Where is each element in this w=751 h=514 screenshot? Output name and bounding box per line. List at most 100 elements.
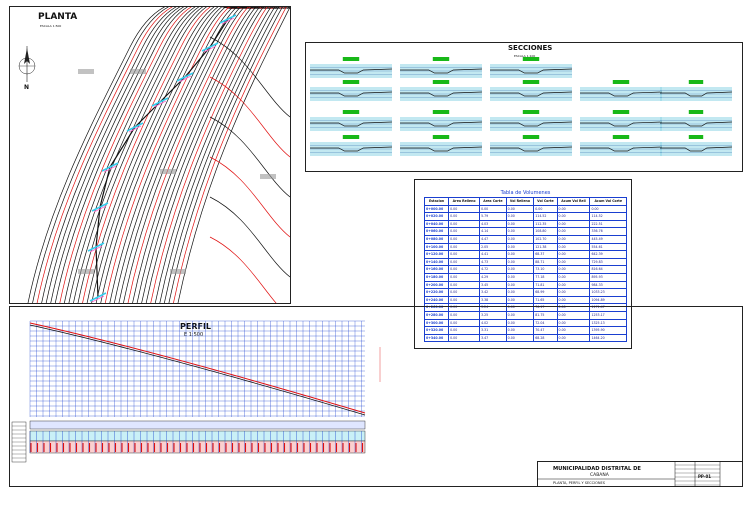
plan-panel	[9, 6, 291, 304]
table-cell: 68.28	[533, 333, 558, 343]
table-cell: 0+200.00	[423, 280, 450, 290]
table-cell: 0.00	[448, 250, 481, 259]
table-cell: 0.00	[556, 288, 591, 297]
table-cell: 0.00	[505, 288, 535, 297]
table-cell: 0.00	[448, 265, 481, 274]
table-cell: 77.18	[533, 272, 558, 282]
contour-lines	[27, 7, 290, 303]
table-cell: 0+180.00	[423, 272, 450, 282]
table-cell: 0.00	[448, 227, 481, 236]
table-cell: 71.65	[533, 295, 558, 305]
table-cell: 0.00	[448, 333, 481, 343]
table-cell: 4.72	[479, 265, 507, 274]
table-cell: 0.00	[505, 280, 535, 290]
volumes-header-cell: Area Corte	[479, 197, 507, 206]
table-cell: 0.00	[448, 295, 481, 305]
table-cell: 0.00	[505, 250, 535, 259]
table-cell: 2.05	[479, 242, 507, 252]
table-cell: 0+040.00	[423, 219, 450, 229]
table-cell: 0+340.00	[423, 333, 450, 343]
table-cell: 0.00	[556, 219, 591, 229]
title-block	[537, 461, 743, 487]
table-cell: 1033.23	[589, 288, 627, 297]
table-cell: 102.70	[533, 234, 558, 244]
table-cell: 73.10	[533, 265, 558, 274]
north-arrow-icon	[18, 46, 36, 82]
table-cell: 0.00	[448, 257, 481, 267]
profile-title: PERFIL	[180, 322, 212, 331]
sheet-id: PP-01	[698, 474, 712, 479]
table-cell: 816.64	[589, 265, 627, 274]
volumes-header-cell: Vol Relleno	[505, 197, 535, 206]
table-cell: 4.47	[479, 234, 507, 244]
owner-name-line2: CABANA	[590, 473, 609, 478]
sections-title: SECCIONES	[508, 44, 553, 52]
table-cell: 0.00	[505, 242, 535, 252]
table-cell: 4.14	[479, 227, 507, 236]
table-cell: 984.33	[589, 280, 627, 290]
table-cell: 0.00	[448, 234, 481, 244]
table-cell: 5.79	[479, 212, 507, 221]
volumes-header-cell: Acum Vol Rell	[556, 197, 591, 206]
table-cell: 0.00	[556, 234, 591, 244]
table-cell: 121.38	[533, 242, 558, 252]
table-cell: 0.00	[505, 227, 535, 236]
table-cell: 114.52	[589, 212, 627, 221]
table-cell: 0+160.00	[423, 265, 450, 274]
table-cell: 0+220.00	[423, 288, 450, 297]
table-cell: 0.00	[556, 242, 591, 252]
volumes-header-cell: Vol Corte	[533, 197, 558, 206]
table-cell: 4.73	[479, 257, 507, 267]
table-cell: 0+000.00	[423, 204, 450, 214]
table-cell: 0+060.00	[423, 227, 450, 236]
table-cell: 0.00	[556, 265, 591, 274]
table-cell: 642.39	[589, 250, 627, 259]
longitudinal-profile	[11, 320, 381, 463]
table-cell: 0.00	[505, 234, 535, 244]
table-cell: 71.81	[533, 280, 558, 290]
plan-scale: ESCALA 1:500	[40, 24, 62, 28]
table-cell: 0.00	[505, 257, 535, 267]
volumes-title: Tabla de Volumenes	[500, 190, 551, 196]
volumes-header-cell: Area Relleno	[448, 197, 481, 206]
table-cell: 0.00	[556, 204, 591, 214]
table-cell: 729.83	[589, 257, 627, 267]
table-cell: 108.80	[533, 227, 558, 236]
sections-scale: ESCALA 1:100	[514, 54, 536, 58]
table-cell: 3.38	[479, 295, 507, 305]
profile-panel	[9, 306, 743, 487]
table-cell: 0.00	[556, 333, 591, 343]
table-cell: 0.00	[556, 280, 591, 290]
table-cell: 68.37	[533, 250, 558, 259]
owner-name: MUNICIPALIDAD DISTRITAL DE	[553, 466, 641, 472]
table-cell: 0.00	[448, 280, 481, 290]
table-cell: 0.00	[448, 204, 481, 214]
table-cell: 0.00	[448, 212, 481, 221]
profile-subtitle: E 1:500	[184, 332, 204, 338]
sections-panel	[305, 42, 743, 172]
table-cell: 0.00	[589, 204, 627, 214]
table-cell: 0.00	[448, 242, 481, 252]
table-cell: 0.00	[505, 272, 535, 282]
table-cell: 336.76	[589, 227, 627, 236]
volumes-panel	[414, 179, 632, 349]
table-cell: 4.29	[479, 272, 507, 282]
plan-title: PLANTA	[38, 12, 78, 22]
table-cell: 0+020.00	[423, 212, 450, 221]
north-letter: N	[24, 84, 30, 91]
table-cell: 0.00	[533, 204, 558, 214]
volumes-header-cell: Estacion	[423, 197, 450, 206]
